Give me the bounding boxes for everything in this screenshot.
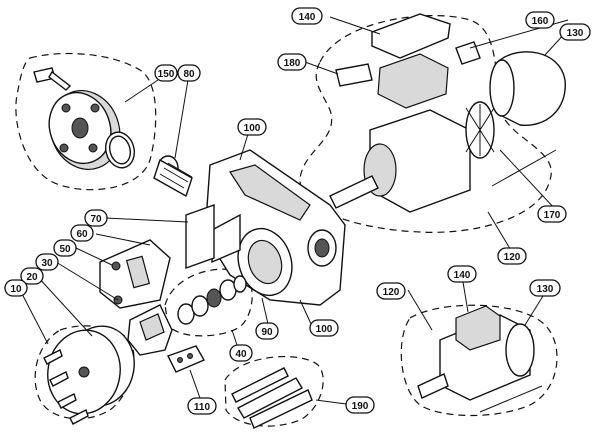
svg-text:20: 20 bbox=[26, 272, 38, 283]
svg-text:160: 160 bbox=[532, 16, 549, 27]
svg-text:140: 140 bbox=[454, 270, 471, 281]
callout-80: 80 bbox=[177, 64, 201, 82]
svg-text:130: 130 bbox=[567, 28, 584, 39]
part-connector-110 bbox=[167, 345, 205, 373]
leader-170 bbox=[499, 149, 557, 211]
leader-10 bbox=[19, 289, 49, 345]
leader-60 bbox=[95, 233, 151, 246]
leader-80 bbox=[174, 79, 189, 159]
part-pump-body-100 bbox=[185, 149, 346, 306]
group-outline-40-seals bbox=[164, 268, 253, 337]
callout-170: 170 bbox=[537, 205, 567, 223]
callout-50: 50 bbox=[53, 239, 77, 257]
leader-140a bbox=[329, 16, 381, 35]
callout-190: 190 bbox=[345, 396, 375, 414]
leader-120a bbox=[487, 211, 513, 253]
callout-20: 20 bbox=[20, 267, 44, 285]
callout-30: 30 bbox=[35, 253, 59, 271]
leader-100b bbox=[299, 299, 313, 327]
part-spring-80 bbox=[153, 155, 193, 198]
svg-text:40: 40 bbox=[235, 349, 247, 360]
svg-text:130: 130 bbox=[537, 284, 554, 295]
svg-text:30: 30 bbox=[41, 258, 53, 269]
group-outline-120-motor bbox=[299, 15, 552, 233]
part-cover-plate-10 bbox=[43, 325, 135, 425]
leader-90 bbox=[261, 297, 269, 325]
callout-120b: 120 bbox=[376, 282, 406, 300]
leader-110 bbox=[189, 369, 201, 399]
group-outline-120-assembled bbox=[400, 304, 558, 417]
svg-text:100: 100 bbox=[244, 123, 261, 134]
svg-text:150: 150 bbox=[158, 69, 175, 80]
callout-130b: 130 bbox=[529, 279, 561, 297]
svg-text:110: 110 bbox=[194, 402, 211, 413]
callout-140a: 140 bbox=[291, 7, 323, 25]
callout-40: 40 bbox=[229, 344, 253, 362]
leader-100a bbox=[239, 133, 249, 161]
callout-160: 160 bbox=[525, 11, 555, 29]
part-rods-190 bbox=[231, 367, 313, 429]
svg-text:90: 90 bbox=[261, 327, 273, 338]
leader-30 bbox=[55, 261, 119, 301]
svg-text:10: 10 bbox=[10, 284, 22, 295]
leader-180 bbox=[304, 61, 339, 75]
leader-50 bbox=[75, 247, 113, 266]
callout-100a: 100 bbox=[237, 118, 267, 136]
part-flange-150 bbox=[33, 67, 136, 170]
leader-70 bbox=[105, 217, 189, 223]
part-seal-rings-40 bbox=[177, 275, 247, 325]
part-assembled-motor-120 bbox=[417, 305, 543, 413]
part-impeller bbox=[127, 304, 173, 356]
svg-text:60: 60 bbox=[76, 229, 88, 240]
callout-130a: 130 bbox=[559, 23, 591, 41]
callout-180: 180 bbox=[277, 53, 307, 71]
svg-text:170: 170 bbox=[544, 210, 561, 221]
group-outline-190-rods bbox=[224, 355, 324, 427]
part-motor-group-120 bbox=[329, 13, 566, 213]
part-side-cover-60 bbox=[99, 239, 171, 309]
svg-text:70: 70 bbox=[90, 214, 102, 225]
leader-120b bbox=[407, 289, 433, 331]
leader-20 bbox=[36, 275, 93, 337]
svg-text:120: 120 bbox=[383, 287, 400, 298]
callout-70: 70 bbox=[84, 209, 108, 227]
callout-110: 110 bbox=[187, 397, 217, 415]
callout-60: 60 bbox=[70, 224, 94, 242]
group-outline-150 bbox=[15, 52, 157, 191]
callout-100b: 100 bbox=[309, 319, 339, 337]
callout-90: 90 bbox=[255, 322, 279, 340]
callout-10: 10 bbox=[4, 279, 28, 297]
callout-150: 150 bbox=[154, 64, 178, 82]
svg-text:100: 100 bbox=[316, 324, 333, 335]
svg-text:190: 190 bbox=[352, 401, 369, 412]
leader-190 bbox=[315, 399, 347, 405]
svg-text:140: 140 bbox=[299, 12, 316, 23]
callout-120a: 120 bbox=[497, 247, 527, 265]
svg-text:120: 120 bbox=[504, 252, 521, 263]
leader-150 bbox=[124, 79, 159, 103]
svg-text:50: 50 bbox=[59, 244, 71, 255]
svg-text:80: 80 bbox=[183, 69, 195, 80]
callout-140b: 140 bbox=[447, 265, 477, 283]
svg-text:180: 180 bbox=[284, 58, 301, 69]
